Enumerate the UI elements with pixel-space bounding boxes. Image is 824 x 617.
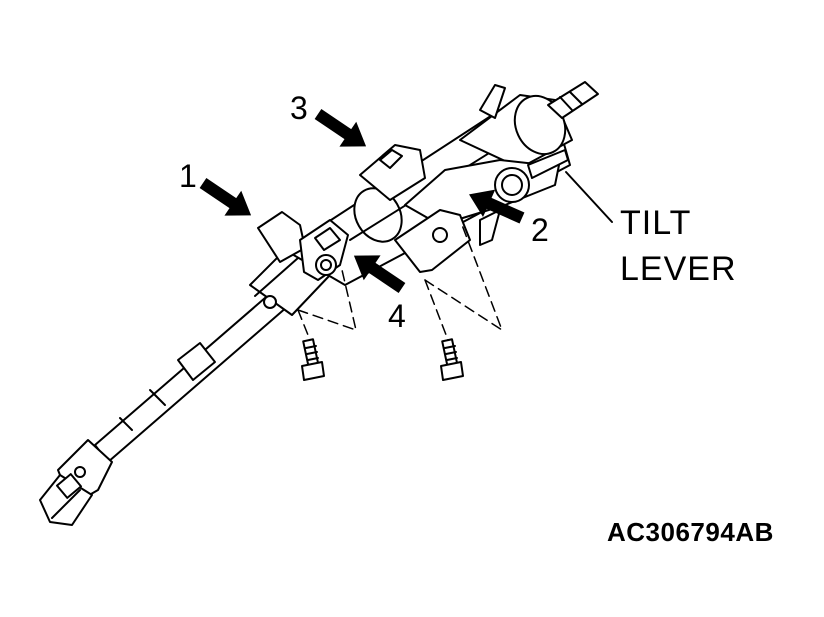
callout-label-1: 1	[179, 158, 197, 194]
upper-mount-bracket	[359, 144, 426, 201]
upper-shaft	[479, 81, 599, 119]
bolt-right	[440, 338, 464, 381]
tilt-lever-arm	[527, 149, 569, 179]
lower-mount-bracket	[257, 211, 349, 281]
figure-code: AC306794AB	[607, 517, 774, 547]
arrow-1-icon	[199, 178, 252, 216]
arrow-3-icon	[314, 109, 367, 147]
callout-label-3: 3	[290, 90, 308, 126]
universal-joint	[39, 439, 113, 526]
tilt-lever-label-line2: LEVER	[620, 250, 737, 288]
callout-label-4: 4	[388, 298, 406, 334]
intermediate-shaft	[94, 284, 296, 463]
tilt-lever-leader	[565, 171, 613, 223]
arrow-2-icon	[469, 189, 525, 224]
tilt-lever-label-line1: TILT	[620, 204, 692, 242]
arrow-4-icon	[353, 255, 406, 293]
bolt-left	[301, 338, 325, 381]
callout-label-2: 2	[531, 212, 549, 248]
